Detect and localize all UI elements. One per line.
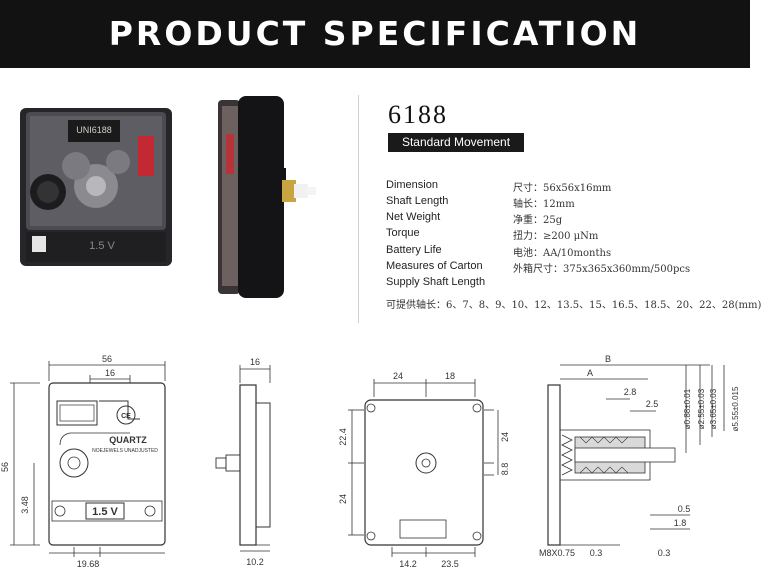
divider-line	[358, 95, 359, 323]
drawing-shaft-section	[547, 364, 725, 546]
dim-shaft-a: A	[587, 368, 593, 378]
spec-value: 净重：25g	[513, 215, 563, 226]
dim-back-top-left: 24	[393, 371, 403, 381]
dim-back-bottom-left: 14.2	[399, 559, 417, 569]
drawing-front-view	[10, 361, 166, 557]
spec-label: Supply Shaft Length	[386, 276, 486, 288]
dim-front-left-offset: 3.48	[20, 496, 30, 514]
photo-voltage: 1.5 V	[89, 240, 115, 252]
dim-shaft-dia2: ø2.55±0.03	[697, 388, 706, 429]
front-note: NOEJEWELS UNADJUSTED	[92, 448, 158, 454]
dim-shaft-dia3: ø3.65±0.03	[709, 388, 718, 429]
dim-shaft-dia1: ø0.88±0.01	[683, 388, 692, 429]
spec-value: 轴长：12mm	[513, 199, 575, 210]
dim-front-height: 56	[0, 462, 10, 472]
category-badge-label: Standard Movement	[401, 135, 511, 149]
dim-back-right-lower: 8.8	[500, 463, 510, 476]
dim-shaft-thread: M8X0.75	[539, 548, 575, 558]
spec-value: 扭力：≥200 μNm	[513, 231, 599, 242]
dim-front-bottom: 19.68	[77, 559, 100, 569]
dim-side-depth: 16	[250, 357, 260, 367]
drawing-back-view	[348, 379, 499, 557]
photo-movement-side	[218, 96, 316, 298]
dim-back-left-upper: 22.4	[338, 428, 348, 446]
spec-value: 电池：AA/10months	[513, 248, 612, 259]
ce-mark: CE	[121, 413, 131, 420]
spec-label: Net Weight	[386, 211, 441, 223]
dim-shaft-dia4: ø5.55±0.015	[731, 386, 740, 431]
dim-shaft-d1: 2.8	[624, 387, 637, 397]
spec-value: 外箱尺寸：375x365x360mm/500pcs	[513, 264, 691, 275]
dim-shaft-t2: 0.3	[658, 548, 671, 558]
spec-label: Battery Life	[386, 244, 442, 256]
dim-shaft-b: B	[605, 354, 611, 364]
dim-shaft-d2: 2.5	[646, 399, 659, 409]
dim-shaft-b2: 1.8	[674, 518, 687, 528]
photo-movement-front: UNI6188 1.5 V	[20, 108, 172, 266]
dim-side-bottom: 10.2	[246, 557, 264, 567]
dim-back-bottom-right: 23.5	[441, 559, 459, 569]
dim-back-top-right: 18	[445, 371, 455, 381]
dim-front-shaft-offset: 16	[105, 368, 115, 378]
model-number: 6188	[388, 100, 448, 129]
technical-drawings: 56 16 56 3.48 19.68 CE QUARTZ NOEJEWELS …	[0, 354, 740, 569]
photo-brand: UNI6188	[76, 125, 112, 135]
dim-shaft-b1: 0.5	[678, 504, 691, 514]
header-banner: PRODUCT SPECIFICATION	[0, 0, 750, 68]
drawing-side-view	[215, 365, 271, 552]
front-voltage: 1.5 V	[92, 506, 118, 518]
category-badge: Standard Movement	[388, 133, 524, 152]
spec-value: 尺寸：56x56x16mm	[513, 183, 612, 194]
dim-back-left-lower: 24	[338, 494, 348, 504]
spec-label: Shaft Length	[386, 195, 449, 207]
dim-front-width: 56	[102, 354, 112, 364]
front-brand: QUARTZ	[109, 435, 147, 445]
dim-back-right-upper: 24	[500, 432, 510, 442]
spec-label: Dimension	[386, 179, 438, 191]
spec-label: Torque	[386, 227, 420, 239]
page-title: PRODUCT SPECIFICATION	[108, 14, 642, 53]
available-shaft-lengths: 可提供轴长：6、7、8、9、10、12、13.5、15、16.5、18.5、20…	[386, 300, 761, 311]
dim-shaft-t1: 0.3	[590, 548, 603, 558]
spec-label: Measures of Carton	[386, 260, 483, 272]
